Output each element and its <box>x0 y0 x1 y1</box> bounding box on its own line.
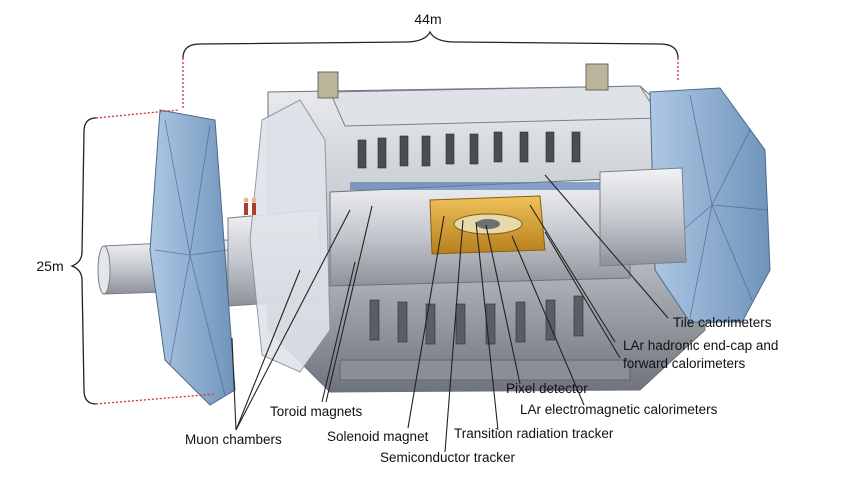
label-muon-chambers: Muon chambers <box>185 432 282 447</box>
endcap-right <box>599 167 687 267</box>
muon-wheel-right <box>649 87 771 323</box>
label-lar-hadronic-line1: LAr hadronic end-cap and <box>623 338 778 353</box>
label-solenoid-magnet: Solenoid magnet <box>327 429 429 444</box>
brace-25m <box>70 117 97 405</box>
toroid-coils-top <box>357 131 581 169</box>
label-pixel-detector: Pixel detector <box>506 381 588 396</box>
beam-pipe-end <box>97 245 111 295</box>
leader-lines <box>231 174 669 453</box>
pixel-center <box>476 219 500 229</box>
component-labels: Tile calorimeters LAr hadronic end-cap a… <box>185 315 778 465</box>
toroid-coils-bottom <box>369 295 584 345</box>
label-lar-electromagnetic: LAr electromagnetic calorimeters <box>520 402 718 417</box>
barrel-stripe <box>350 182 610 190</box>
label-tile-calorimeters: Tile calorimeters <box>673 315 772 330</box>
muon-wheel-right-spokes <box>659 94 769 319</box>
muon-wheel-left-spokes <box>154 119 229 396</box>
dim-dotted-top <box>95 109 179 119</box>
support-post-right <box>585 63 609 91</box>
brace-44m <box>182 30 679 59</box>
label-toroid-magnets: Toroid magnets <box>270 404 363 419</box>
dimension-label-length: 44m <box>414 11 441 27</box>
detector-illustration <box>97 63 771 406</box>
people-scale <box>243 197 257 215</box>
label-lar-hadronic-line2: forward calorimeters <box>623 356 746 371</box>
dimension-label-height: 25m <box>36 258 63 274</box>
dim-dotted-bottom <box>95 393 216 405</box>
label-transition-radiation-tracker: Transition radiation tracker <box>454 426 614 441</box>
support-post-left <box>317 71 339 99</box>
muon-wheel-left <box>149 109 236 406</box>
muon-wheel-left-inner <box>249 99 331 373</box>
dimension-25m: 25m <box>36 109 216 405</box>
floor-base <box>339 359 631 381</box>
dimension-44m: 44m <box>182 11 679 110</box>
label-semiconductor-tracker: Semiconductor tracker <box>380 450 516 465</box>
